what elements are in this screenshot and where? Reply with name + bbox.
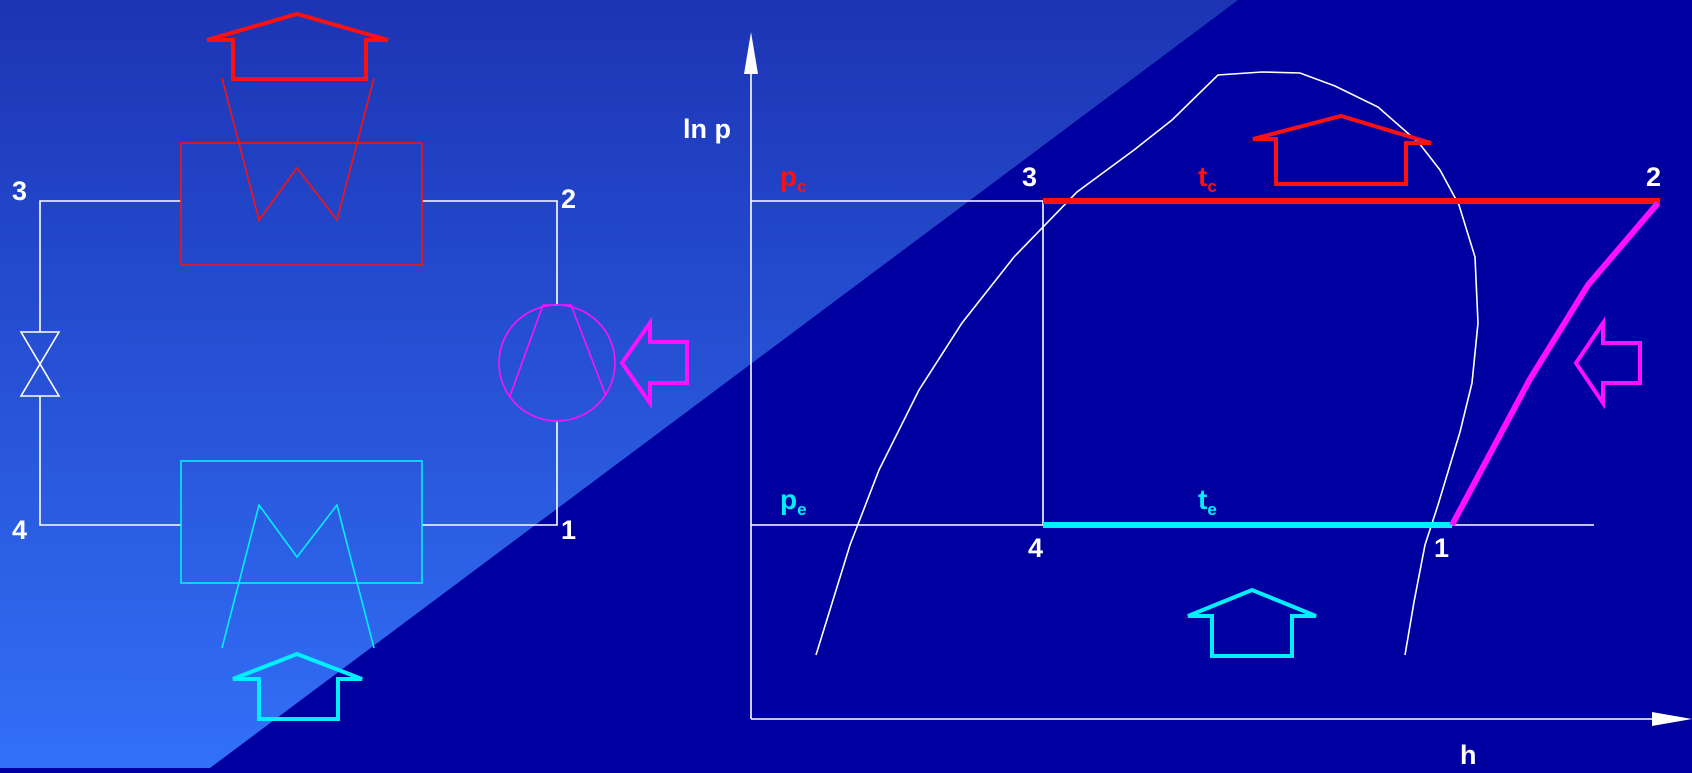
ph-point-3-label: 3	[1022, 162, 1037, 192]
heat-in-arrow-icon	[232, 651, 363, 721]
saturation-dome	[815, 71, 1479, 656]
pipe-valve-to-evaporator	[39, 396, 181, 526]
ph-point-2-label: 2	[1646, 162, 1661, 192]
expansion-valve-icon	[19, 331, 61, 397]
pressure-lines	[751, 200, 1594, 526]
y-axis-label: ln p	[683, 114, 731, 144]
cycle-schematic: 3 2 4 1	[12, 11, 689, 721]
pipe-condenser-to-valve	[39, 200, 181, 332]
condensing-pressure-label: pc	[780, 161, 807, 196]
ph-diagram: ln p h pc pe tc te 3 2 4 1	[683, 32, 1692, 770]
evaporating-pressure-label: pe	[780, 484, 807, 519]
condenser-box	[180, 142, 423, 266]
condenser	[180, 11, 423, 266]
pipe-evaporator-to-compressor	[422, 421, 558, 526]
compressor	[498, 304, 689, 422]
evaporator	[180, 460, 423, 721]
compressor-blade	[509, 304, 607, 397]
condensing-temperature-label: tc	[1198, 161, 1217, 196]
expansion-valve	[19, 331, 61, 397]
x-axis-arrowhead-icon	[1652, 712, 1692, 726]
axes	[750, 60, 1660, 720]
pipe-compressor-to-condenser	[422, 200, 558, 305]
evaporator-box	[180, 460, 423, 584]
schematic-point-2-label: 2	[561, 184, 576, 214]
compression-process-line	[1449, 201, 1661, 527]
schematic-point-3-label: 3	[12, 176, 27, 206]
work-in-arrow-icon	[619, 316, 689, 410]
evaporating-temperature-label: te	[1198, 484, 1217, 519]
schematic-point-4-label: 4	[12, 515, 27, 545]
ph-point-1-label: 1	[1434, 533, 1449, 563]
x-axis-label: h	[1460, 740, 1477, 768]
piping	[39, 200, 558, 526]
ph-point-4-label: 4	[1028, 533, 1043, 563]
schematic-point-1-label: 1	[561, 515, 576, 545]
heat-in-arrow-icon	[1187, 587, 1317, 658]
work-in-arrow-icon	[1573, 316, 1642, 410]
heat-out-arrow-icon	[1252, 113, 1432, 186]
condenser-coil	[221, 77, 375, 222]
heat-out-arrow-icon	[206, 11, 389, 81]
diagonal-light-panel	[0, 0, 1238, 768]
evaporator-coil	[221, 503, 375, 649]
y-axis-arrowhead-icon	[744, 32, 758, 74]
